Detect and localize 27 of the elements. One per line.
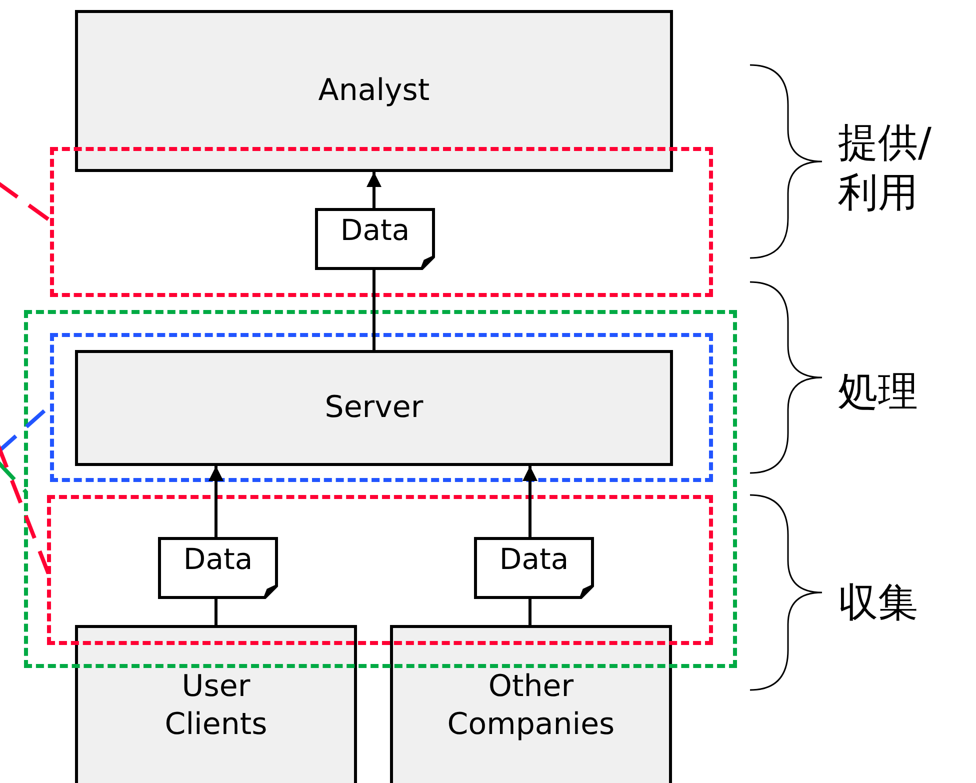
node-label: Data: [182, 541, 254, 577]
node-label: User Clients: [164, 668, 268, 744]
process-box: [75, 625, 357, 783]
document-shape: [158, 537, 278, 599]
document-shape: [315, 208, 435, 270]
dashed-region: [50, 147, 713, 297]
node-label: Analyst: [318, 72, 430, 110]
stage-label: 提供/利用: [838, 119, 932, 218]
connector-line: [528, 599, 532, 625]
process-box: [390, 625, 672, 783]
dashed-region: [50, 333, 713, 482]
document-shape: [474, 537, 594, 599]
dashed-region: [24, 310, 737, 668]
stage-label: 処理: [838, 368, 919, 417]
connector-line: [372, 270, 376, 350]
connector-line: [214, 599, 218, 625]
process-box: [75, 350, 673, 466]
arrow: [366, 172, 382, 208]
process-box: [75, 10, 673, 172]
node-label: Other Companies: [446, 668, 616, 744]
node-label: Server: [324, 389, 424, 427]
leader-line: [0, 460, 28, 494]
arrow: [208, 466, 224, 537]
node-label: Data: [339, 212, 411, 248]
arrow: [522, 466, 538, 537]
node-label: Data: [498, 541, 570, 577]
stage-label: 収集: [838, 579, 919, 628]
